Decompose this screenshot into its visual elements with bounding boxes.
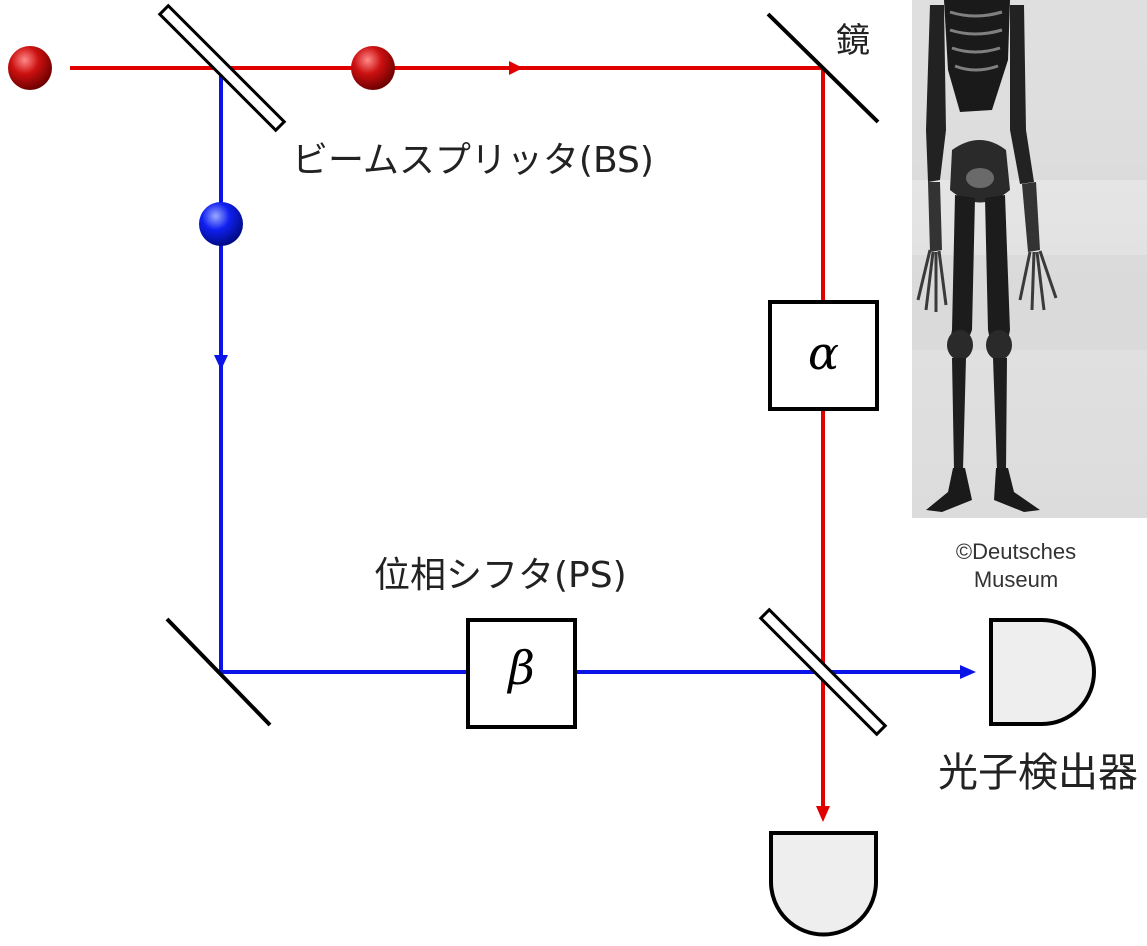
mirror-label: 鏡 xyxy=(836,21,870,61)
xray-photograph xyxy=(912,0,1147,518)
photon-red-source xyxy=(8,46,52,90)
phase-shifter-label: 位相シフタ(PS) xyxy=(374,555,627,596)
alpha-box xyxy=(768,300,879,411)
detector-right-arrow xyxy=(960,665,976,679)
lower-beam-arrow xyxy=(214,355,228,370)
photon-red-upper xyxy=(351,46,395,90)
alpha-symbol: α xyxy=(807,326,840,380)
photo-credit: ©Deutsches Museum xyxy=(936,538,1096,593)
mirror-bottom-left xyxy=(165,617,272,727)
photo-credit-line2: Museum xyxy=(973,566,1059,592)
upper-beam-path xyxy=(70,66,825,812)
detector-right xyxy=(989,618,1096,726)
beta-box xyxy=(466,618,577,729)
detector-down-arrow xyxy=(816,806,830,822)
photon-blue-lower xyxy=(199,202,243,246)
beam-splitter-label: ビームスプリッタ(BS) xyxy=(292,140,654,181)
beta-symbol: β xyxy=(508,641,535,695)
photo-credit-line1: ©Deutsches xyxy=(955,539,1077,564)
detector-bottom xyxy=(769,831,878,937)
upper-beam-arrow xyxy=(509,61,523,75)
detector-label: 光子検出器 xyxy=(938,750,1138,796)
beam-splitter-top xyxy=(157,3,287,133)
beam-splitter-bottom xyxy=(758,607,888,737)
mirror-top-right xyxy=(766,12,880,124)
